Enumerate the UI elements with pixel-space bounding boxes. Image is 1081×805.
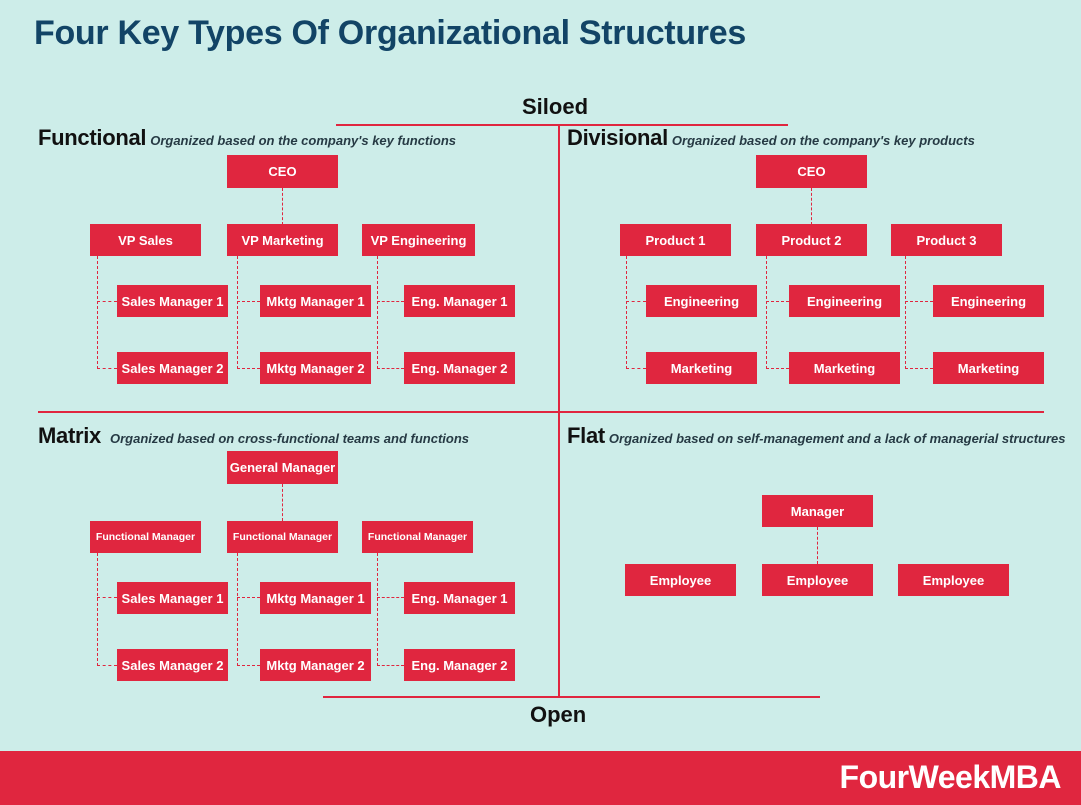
connector <box>282 188 283 225</box>
connector <box>237 368 260 369</box>
flat-employee-box: Employee <box>762 564 873 596</box>
matrix-head-box-2: Functional Manager <box>227 521 338 553</box>
matrix-title: Matrix <box>38 423 101 448</box>
matrix-description: Organized based on cross-functional team… <box>110 431 469 446</box>
functional-manager-box: Mktg Manager 1 <box>260 285 371 317</box>
flat-employee-box: Employee <box>898 564 1009 596</box>
footer-bar: FourWeekMBA <box>0 751 1081 805</box>
connector <box>282 484 283 521</box>
divisional-head-box-1: Product 1 <box>620 224 731 256</box>
connector <box>377 553 378 666</box>
matrix-manager-box: Sales Manager 2 <box>117 649 228 681</box>
divisional-team-box: Marketing <box>646 352 757 384</box>
flat-description: Organized based on self-management and a… <box>608 431 1066 446</box>
connector <box>766 368 789 369</box>
connector <box>97 256 98 369</box>
connector <box>97 553 98 666</box>
connector <box>97 597 117 598</box>
functional-manager-box: Sales Manager 1 <box>117 285 228 317</box>
connector <box>626 301 646 302</box>
divisional-team-box: Marketing <box>933 352 1044 384</box>
connector <box>237 597 260 598</box>
functional-head-box-3: VP Engineering <box>362 224 475 256</box>
connector <box>766 256 767 369</box>
functional-manager-box: Mktg Manager 2 <box>260 352 371 384</box>
flat-manager-box: Manager <box>762 495 873 527</box>
vertical-divider <box>558 124 560 696</box>
divisional-team-box: Engineering <box>646 285 757 317</box>
divisional-team-box: Engineering <box>789 285 900 317</box>
connector <box>766 301 789 302</box>
connector <box>377 665 404 666</box>
connector <box>905 256 906 369</box>
connector <box>377 368 404 369</box>
matrix-heading: Matrix Organized based on cross-functiona… <box>38 423 469 449</box>
divisional-head-box-3: Product 3 <box>891 224 1002 256</box>
horizontal-divider <box>38 411 1044 413</box>
connector <box>811 188 812 225</box>
connector <box>97 301 117 302</box>
connector <box>905 368 933 369</box>
page-title: Four Key Types Of Organizational Structu… <box>34 14 746 52</box>
divisional-team-box: Marketing <box>789 352 900 384</box>
flat-title: Flat <box>567 423 605 448</box>
connector <box>97 665 117 666</box>
matrix-head-box-3: Functional Manager <box>362 521 473 553</box>
bottom-axis-line <box>323 696 820 698</box>
matrix-manager-box: Mktg Manager 2 <box>260 649 371 681</box>
divisional-description: Organized based on the company's key pro… <box>671 133 975 148</box>
connector <box>817 527 818 564</box>
functional-head-box-1: VP Sales <box>90 224 201 256</box>
connector <box>377 256 378 369</box>
divisional-team-box: Engineering <box>933 285 1044 317</box>
functional-manager-box: Eng. Manager 1 <box>404 285 515 317</box>
connector <box>377 597 404 598</box>
connector <box>626 368 646 369</box>
matrix-manager-box: Mktg Manager 1 <box>260 582 371 614</box>
connector <box>237 256 238 369</box>
matrix-head-box-1: Functional Manager <box>90 521 201 553</box>
axis-label-siloed: Siloed <box>522 94 589 119</box>
connector <box>905 301 933 302</box>
top-axis-line <box>336 124 788 126</box>
functional-manager-box: Eng. Manager 2 <box>404 352 515 384</box>
matrix-general-manager-box: General Manager <box>227 451 338 484</box>
functional-ceo-box: CEO <box>227 155 338 188</box>
functional-head-box-2: VP Marketing <box>227 224 338 256</box>
functional-description: Organized based on the company's key fun… <box>150 133 456 148</box>
connector <box>626 256 627 369</box>
divisional-title: Divisional <box>567 125 668 150</box>
connector <box>237 301 260 302</box>
connector <box>377 301 404 302</box>
matrix-manager-box: Sales Manager 1 <box>117 582 228 614</box>
matrix-manager-box: Eng. Manager 1 <box>404 582 515 614</box>
divisional-ceo-box: CEO <box>756 155 867 188</box>
matrix-manager-box: Eng. Manager 2 <box>404 649 515 681</box>
functional-title: Functional <box>38 125 147 150</box>
connector <box>237 553 238 666</box>
connector <box>237 665 260 666</box>
connector <box>97 368 117 369</box>
functional-manager-box: Sales Manager 2 <box>117 352 228 384</box>
flat-employee-box: Employee <box>625 564 736 596</box>
divisional-head-box-2: Product 2 <box>756 224 867 256</box>
brand-logo: FourWeekMBA <box>839 759 1062 795</box>
axis-label-open: Open <box>530 702 587 727</box>
